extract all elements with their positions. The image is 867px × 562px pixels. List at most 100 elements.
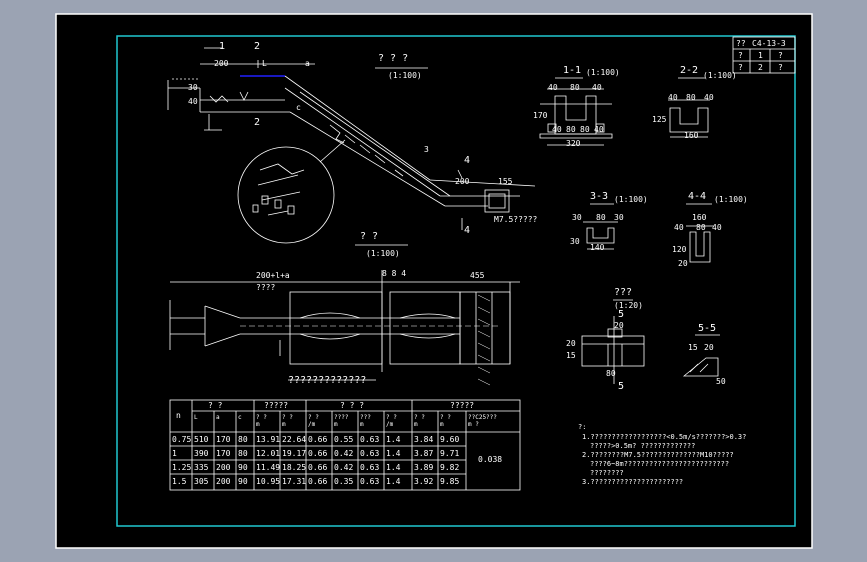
label-3: 3 xyxy=(424,145,429,154)
table-cell: 1.4 xyxy=(386,477,401,486)
section-1-1 xyxy=(539,88,613,146)
tb-r1c1: ? xyxy=(738,51,743,60)
sec33-d3: 30 xyxy=(570,237,580,246)
section-mark-1: 1 xyxy=(219,41,226,52)
elevation-title: ? ? ? xyxy=(378,53,409,64)
plan-dim-455: 455 xyxy=(470,271,485,280)
table-cell: 510 xyxy=(194,435,209,444)
sec33-scale: (1:100) xyxy=(614,195,648,204)
merged-cell: 0.038 xyxy=(478,455,503,464)
drawing-code: C4-13-3 xyxy=(752,39,786,48)
table-cell: 90 xyxy=(238,477,248,486)
th-sub: ???? m xyxy=(334,414,349,428)
detail-title: ??? xyxy=(614,287,633,298)
sec44-d4: 120 xyxy=(672,245,687,254)
th-sub: ??C25??? m ? xyxy=(468,414,497,428)
table-cell: 0.42 xyxy=(334,449,354,458)
section-3-3 xyxy=(583,221,618,250)
detail-scale: (1:20) xyxy=(614,301,643,310)
table-cell: 305 xyxy=(194,477,209,486)
section-mark-2: 2 xyxy=(254,41,261,52)
th-sub: a xyxy=(216,414,220,421)
table-cell: 18.25 xyxy=(282,463,307,472)
dim-a: a xyxy=(305,59,310,68)
plan-title: ? ? xyxy=(360,231,379,242)
sec44-d2: 80 xyxy=(696,223,706,232)
table-cell: 0.55 xyxy=(334,435,354,444)
table-cell: 9.71 xyxy=(440,449,460,458)
sec44-d3: 40 xyxy=(712,223,722,232)
plan-scale: (1:100) xyxy=(366,249,400,258)
title-code-prefix: ?? xyxy=(736,39,746,48)
tb-r2c2: 2 xyxy=(758,63,763,72)
table-cell: 0.63 xyxy=(360,463,380,472)
th-dims: ? ? xyxy=(208,401,223,410)
th-sub: ? ? m xyxy=(414,414,425,428)
elevation-scale: (1:100) xyxy=(388,71,422,80)
th-sub: L xyxy=(194,414,198,421)
sec33-d0: 30 xyxy=(572,213,582,222)
table-cell: 19.17 xyxy=(282,449,307,458)
sec33-d4: 140 xyxy=(590,243,605,252)
plan-dim-sub: ???? xyxy=(256,283,276,292)
table-cell: 1.25 xyxy=(172,463,192,472)
sec11-title: 1-1 xyxy=(563,65,582,76)
table-cell: 9.60 xyxy=(440,435,460,444)
note-1b: ?????>0.5m? ????????????? xyxy=(590,442,696,450)
sec55-d1: 20 xyxy=(704,343,714,352)
sec11-d2: 40 xyxy=(592,83,602,92)
th-n: n xyxy=(176,411,181,420)
table-cell: 80 xyxy=(238,449,248,458)
table-cell: 3.87 xyxy=(414,449,434,458)
table-cell: 0.66 xyxy=(308,463,328,472)
table-cell: 11.49 xyxy=(256,463,281,472)
sec11-d8: 320 xyxy=(566,139,581,148)
detail-circle xyxy=(237,146,335,244)
wall-note: M7.5????? xyxy=(494,215,538,224)
dim-200: 200 xyxy=(214,59,229,68)
drawing-frame xyxy=(116,35,796,527)
dim-155: 155 xyxy=(498,177,513,186)
dim-200b: 200 xyxy=(455,177,470,186)
detail-side-20: 20 xyxy=(566,339,576,348)
th-group4: ????? xyxy=(450,401,475,410)
tb-r2c1: ? xyxy=(738,63,743,72)
sec22-title: 2-2 xyxy=(680,65,699,76)
sec44-title: 4-4 xyxy=(688,191,707,202)
th-sub: ??? m xyxy=(360,414,371,428)
table-cell: 3.92 xyxy=(414,477,434,486)
table-cell: 390 xyxy=(194,449,209,458)
th-sub: ? ? m xyxy=(282,414,293,428)
table-cell: 170 xyxy=(216,435,231,444)
section-4-4 xyxy=(686,225,714,263)
detail-dim-20: 20 xyxy=(614,321,624,330)
label-c: c xyxy=(296,103,301,112)
sec55-d0: 15 xyxy=(688,343,698,352)
table-cell: 13.91 xyxy=(256,435,281,444)
quantity-table-grid xyxy=(169,399,521,491)
table-cell: 3.84 xyxy=(414,435,434,444)
sec55-title: 5-5 xyxy=(698,323,717,334)
note-3: 3.?????????????????????? xyxy=(582,478,684,486)
sec44-d1: 40 xyxy=(674,223,684,232)
th-sub: ? ? /m xyxy=(308,414,319,428)
table-cell: 17.31 xyxy=(282,477,307,486)
sec22-d3: 125 xyxy=(652,115,667,124)
plan-view xyxy=(169,270,520,386)
table-cell: 3.89 xyxy=(414,463,434,472)
table-cell: 9.85 xyxy=(440,477,460,486)
section-mark-4b: 4 xyxy=(464,225,471,236)
sec22-d4: 160 xyxy=(684,131,699,140)
plan-dim-mid: 8 8 4 xyxy=(382,269,407,278)
sec22-d1: 80 xyxy=(686,93,696,102)
note-2c: ???????? xyxy=(590,469,624,477)
table-cell: 0.35 xyxy=(334,477,354,486)
water-detail xyxy=(581,316,719,384)
tb-r1c3: ? xyxy=(778,51,783,60)
sec11-d7: 40 xyxy=(594,125,604,134)
sec11-d5: 80 xyxy=(566,125,576,134)
table-cell: 0.42 xyxy=(334,463,354,472)
sec11-d3: 170 xyxy=(533,111,548,120)
